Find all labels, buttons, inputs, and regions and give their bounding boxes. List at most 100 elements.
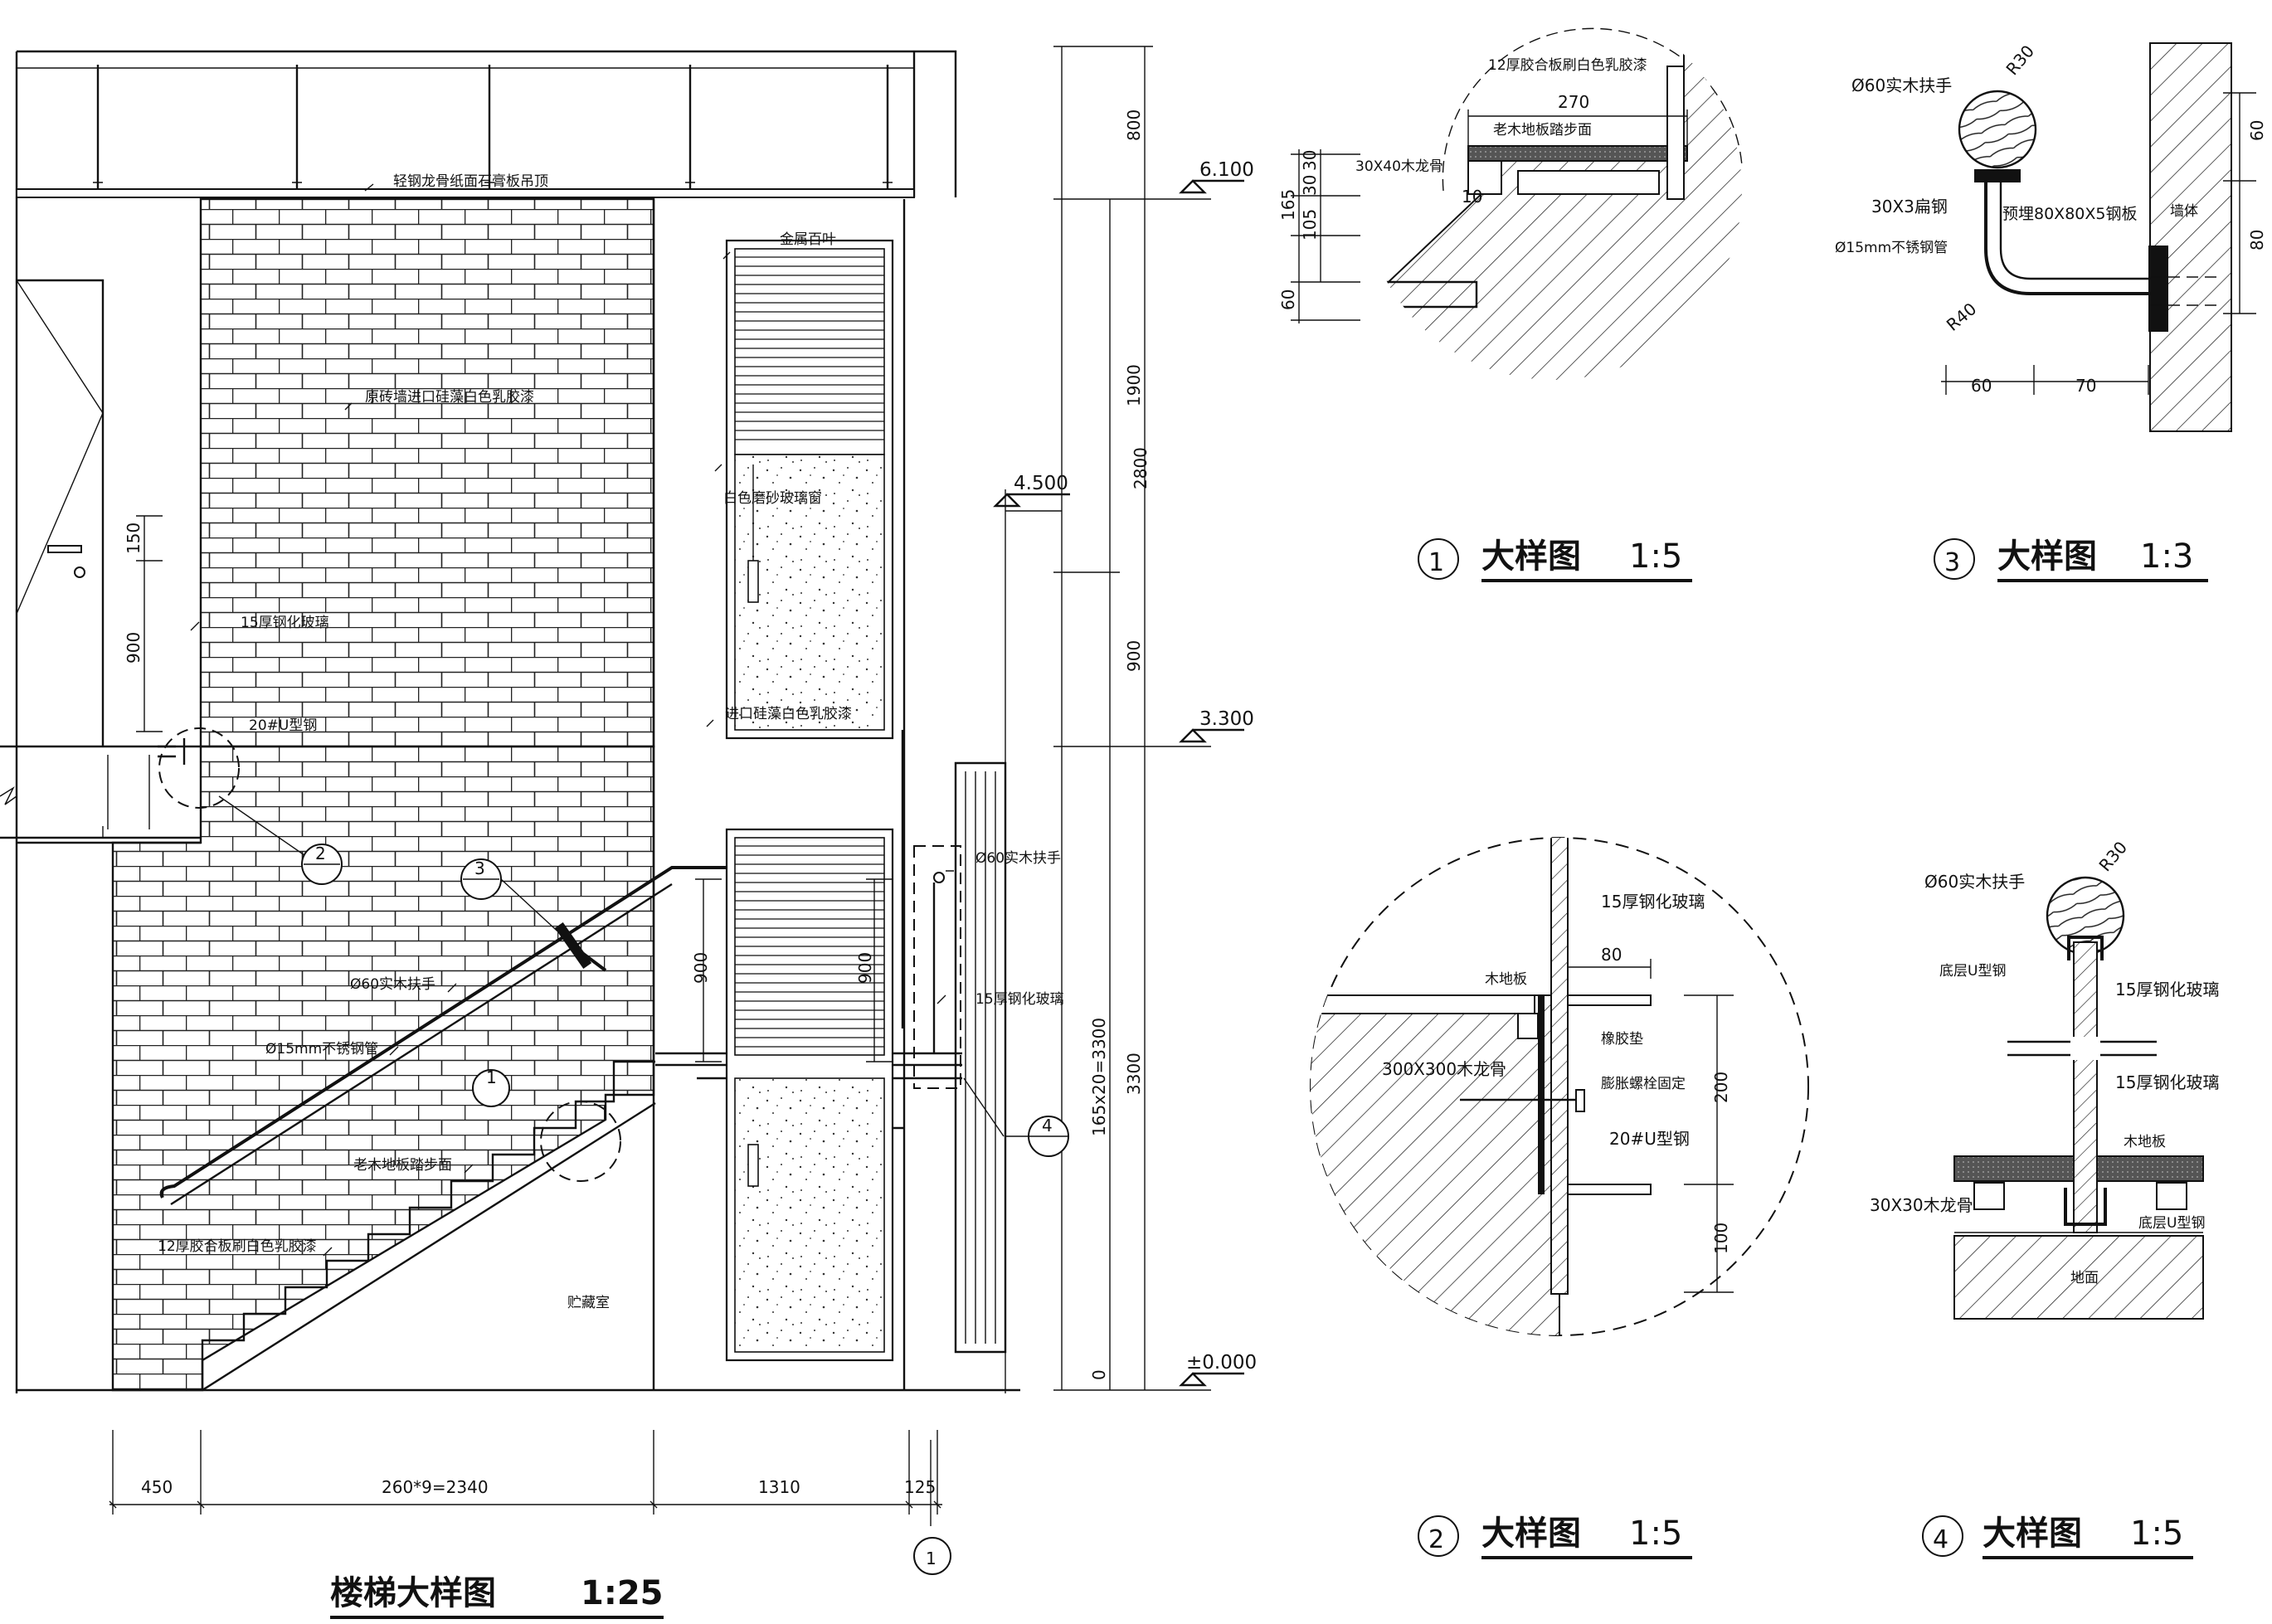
level-0000: ±0.000 xyxy=(1186,1352,1257,1374)
d3-num: 3 xyxy=(1944,548,1960,577)
d4-note-joist: 30X30木龙骨 xyxy=(1870,1195,1973,1215)
detail-3: 60 70 60 80 R30 R40 Ø60实木扶手 30X3扁钢 预埋80X… xyxy=(1835,41,2267,582)
main-scale: 1:25 xyxy=(581,1574,664,1612)
d4-note-glass-a: 15厚钢化玻璃 xyxy=(2115,980,2219,999)
d2-title: 大样图 xyxy=(1481,1515,1581,1553)
main-labels: 轻钢龙骨纸面石膏板吊顶 原砖墙进口硅藻白色乳胶漆 15厚钢化玻璃 20#U型钢 … xyxy=(124,109,1257,1619)
level-6100: 6.100 xyxy=(1199,159,1254,181)
d3-dim-r40: R40 xyxy=(1943,299,1981,335)
dim-450: 450 xyxy=(141,1477,173,1497)
d2-note-joist: 300X300木龙骨 xyxy=(1382,1059,1506,1079)
d3-title: 大样图 xyxy=(1997,537,2097,576)
dims-right xyxy=(1005,46,1211,1391)
d1-num-circle xyxy=(1418,538,1459,580)
d2-note-bolt: 膨胀螺栓固定 xyxy=(1601,1076,1686,1092)
dim-165x20: 165x20=3300 xyxy=(1089,1018,1109,1136)
detail-4: R30 Ø60实木扶手 底层U型钢 15厚钢化玻璃 15厚钢化玻璃 木地板 30… xyxy=(1870,838,2219,1559)
d3-note-pipe: Ø15mm不锈钢管 xyxy=(1835,240,1948,256)
dim-zero: 0 xyxy=(1089,1369,1109,1380)
d4-scale: 1:5 xyxy=(2130,1515,2183,1553)
dim-1900: 1900 xyxy=(1124,364,1144,406)
dim-2340: 260*9=2340 xyxy=(382,1477,489,1497)
note-leaders xyxy=(190,183,954,1257)
ceiling-hangers xyxy=(93,65,893,189)
d2-dim-100: 100 xyxy=(1711,1223,1731,1254)
d1-num: 1 xyxy=(1428,548,1444,577)
d1-scale: 1:5 xyxy=(1629,537,1682,576)
frosted-glass-lower xyxy=(734,1077,885,1353)
window-column xyxy=(652,199,906,1390)
note-louver: 金属百叶 xyxy=(780,231,836,248)
frosted-glass-upper xyxy=(734,454,885,731)
dim-1310: 1310 xyxy=(758,1477,800,1497)
level-markers xyxy=(993,179,1244,1387)
dims-bottom xyxy=(109,1430,951,1575)
callout-1: 1 xyxy=(486,1067,497,1087)
floor-slab-upper xyxy=(0,745,201,844)
d1-dim-60: 60 xyxy=(1278,289,1298,310)
dims-left xyxy=(136,515,893,1062)
d2-note-floor: 木地板 xyxy=(1485,971,1527,988)
note-glass15b: 15厚钢化玻璃 xyxy=(975,991,1064,1008)
d4-note-floor: 木地板 xyxy=(2124,1134,2166,1150)
callout-4: 4 xyxy=(1042,1116,1053,1135)
door xyxy=(16,279,105,746)
d1-dim-105: 105 xyxy=(1300,209,1320,241)
note-brick-wall: 原砖墙进口硅藻白色乳胶漆 xyxy=(365,389,534,406)
d1-dim-10: 10 xyxy=(1462,187,1482,207)
level-3300: 3.300 xyxy=(1199,708,1254,730)
d3-dim-80v: 80 xyxy=(2247,230,2267,250)
d3-note-handrail: Ø60实木扶手 xyxy=(1851,75,1952,95)
note-glass15: 15厚钢化玻璃 xyxy=(241,615,329,631)
dim-left-150: 150 xyxy=(124,523,144,554)
d3-dim-70: 70 xyxy=(2075,376,2096,396)
d3-handrail xyxy=(1958,90,2037,169)
note-tread: 老木地板踏步面 xyxy=(353,1157,452,1174)
callout-3: 3 xyxy=(474,858,485,878)
d2-scale: 1:5 xyxy=(1629,1515,1682,1553)
main-callouts xyxy=(158,727,1069,1182)
note-plywood: 12厚胶合板刷白色乳胶漆 xyxy=(158,1238,317,1255)
dim-3300: 3300 xyxy=(1124,1053,1144,1095)
d4-num-circle xyxy=(1922,1515,1963,1557)
d4-title: 大样图 xyxy=(1983,1515,2082,1553)
d2-dim-80: 80 xyxy=(1601,945,1622,965)
right-stair-section xyxy=(913,489,1007,1393)
d1-dim-30a: 30 xyxy=(1300,150,1320,171)
outline xyxy=(15,50,957,1393)
dim-900r: 900 xyxy=(1124,640,1144,672)
d3-note-wall: 墙体 xyxy=(2170,203,2198,220)
d3-dim-r30: R30 xyxy=(2002,41,2038,80)
d2-note-channel: 20#U型钢 xyxy=(1609,1129,1690,1149)
dim-mid-900b: 900 xyxy=(855,952,875,984)
dim-800: 800 xyxy=(1124,109,1144,141)
upper-brick-wall xyxy=(199,197,655,748)
d1-dim-30b: 30 xyxy=(1300,175,1320,196)
note-steelpipe: Ø15mm不锈钢管 xyxy=(265,1041,378,1058)
ceiling-board xyxy=(16,188,915,198)
d1-note-plywood: 12厚胶合板刷白色乳胶漆 xyxy=(1488,57,1647,74)
d2-num: 2 xyxy=(1428,1525,1444,1554)
d2-dim-200: 200 xyxy=(1711,1072,1731,1103)
d4-note-ground: 地面 xyxy=(2070,1270,2099,1286)
axis-1: 1 xyxy=(926,1549,937,1568)
d1-title: 大样图 xyxy=(1481,537,1581,576)
d3-note-flatbar: 30X3扁钢 xyxy=(1871,197,1948,216)
level-4500: 4.500 xyxy=(1014,473,1068,494)
note-paint: 进口硅藻白色乳胶漆 xyxy=(725,706,852,722)
dim-125: 125 xyxy=(904,1477,936,1497)
note-ceiling: 轻钢龙骨纸面石膏板吊顶 xyxy=(393,173,548,190)
d2-note-glass: 15厚钢化玻璃 xyxy=(1601,892,1705,912)
main-title: 楼梯大样图 xyxy=(330,1574,496,1612)
d1-note-joist: 30X40木龙骨 xyxy=(1355,158,1443,175)
handrail xyxy=(159,866,730,1206)
main-elevation: 轻钢龙骨纸面石膏板吊顶 原砖墙进口硅藻白色乳胶漆 15厚钢化玻璃 20#U型钢 … xyxy=(0,46,1257,1619)
d4-num: 4 xyxy=(1933,1525,1948,1554)
d1-dim-270: 270 xyxy=(1558,92,1589,112)
d4-note-handrail: Ø60实木扶手 xyxy=(1924,872,2025,892)
note-channel: 20#U型钢 xyxy=(249,717,317,734)
d1-note-tread: 老木地板踏步面 xyxy=(1493,122,1592,139)
d4-note-ubot: 底层U型钢 xyxy=(1939,963,2006,980)
d3-scale: 1:3 xyxy=(2140,537,2193,576)
